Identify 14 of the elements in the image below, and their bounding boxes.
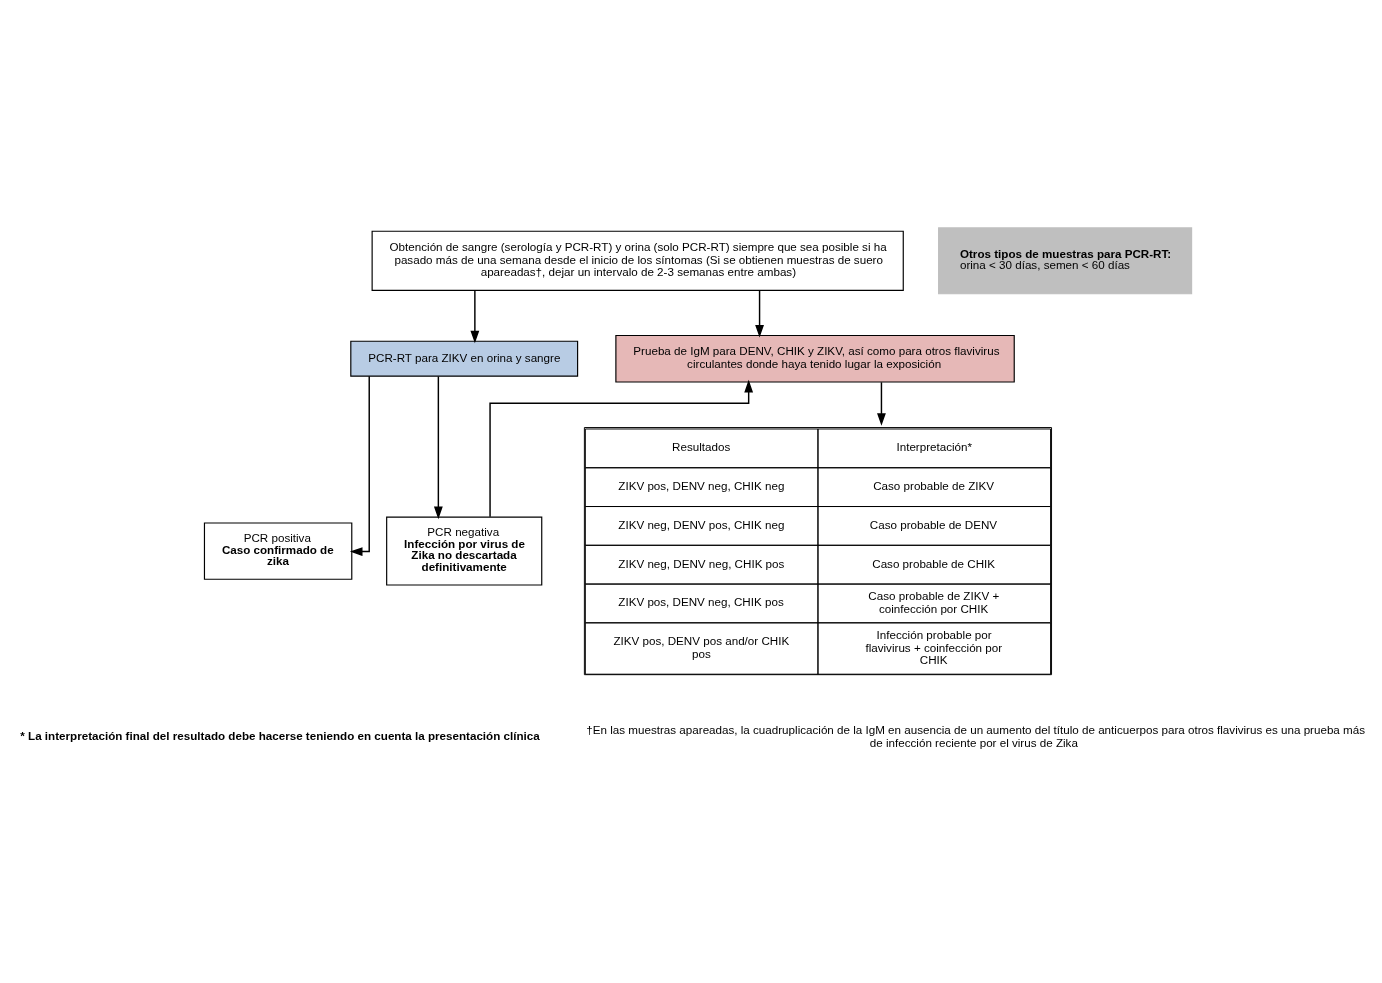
node-box: PCR positiva Caso confirmado de zika [203,522,353,580]
node-box: Otros tipos de muestras para PCR-RT: orina < 30 días, semen < 60 días [938,227,1193,295]
label: †En las muestras apareadas, la cuadruplicación de la IgM en ausencia de un aumento del título de anticuerpos para otros flavivirus es una prueba más de infección reciente por el virus de Zika [586,723,1366,749]
node-box: PCR-RT para ZIKV en orina y sangre [350,340,579,377]
label: * La interpretación final del resultado debe hacerse teniendo en cuenta la presentación clínica [20,728,540,742]
arrow [433,375,443,520]
arrow [489,379,754,518]
arrow [349,375,370,556]
node-box: Prueba de IgM para DENV, CHIK y ZIKV, así como para otros flavivirus circulantes donde haya tenido lugar la exposición [615,334,1015,383]
arrow [470,289,480,344]
arrow [755,289,764,338]
node-box: Obtención de sangre (serología y PCR-RT) y orina (solo PCR-RT) siempre que sea posible si ha pasado más de una semana desde el inicio de los síntomas (Si se obtienen muestras de suero apareadas†, dejar un intervalo de 2-3 semanas entre ambas) [371,230,904,291]
arrow [877,381,886,426]
node-box: PCR negativa Infección por virus de Zika no descartada definitivamente [386,516,543,586]
